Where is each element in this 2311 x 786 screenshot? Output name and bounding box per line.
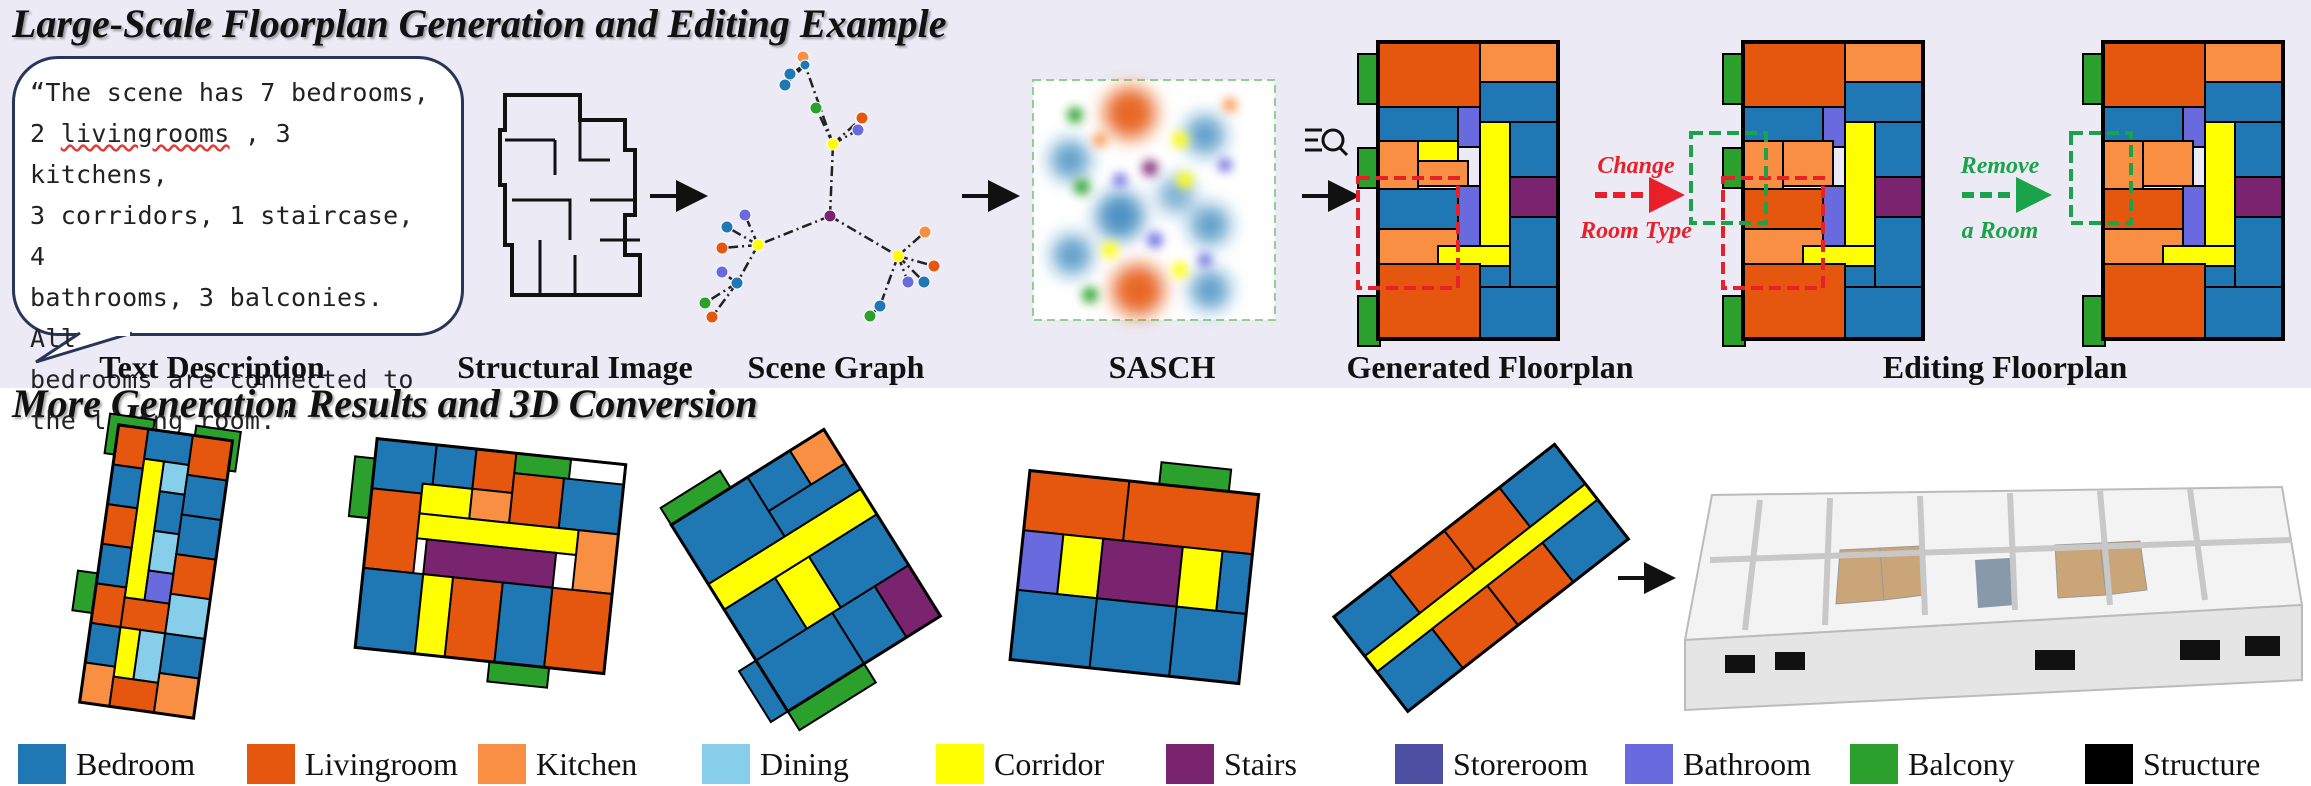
- label-editing-floorplan: Editing Floorplan: [1882, 349, 2128, 385]
- remove-room-label-2: a Room: [1961, 218, 2039, 244]
- structural-image: [498, 93, 642, 297]
- description-line: 2 livingrooms , 3 kitchens,: [30, 119, 291, 189]
- description-line: bedrooms are connected to: [30, 365, 414, 394]
- legend-label: Bathroom: [1683, 746, 1811, 782]
- scene-graph: [698, 50, 941, 324]
- description-line: 2 livingrooms , 3 kitchens,: [30, 113, 440, 195]
- search-icon: [1305, 128, 1349, 157]
- legend-swatch: [936, 744, 984, 784]
- legend-swatch: [1395, 744, 1443, 784]
- legend-label: Livingroom: [305, 746, 458, 782]
- remove-room-label-1: Remove: [1960, 153, 2040, 179]
- description-line: “The scene has 7 bedrooms,: [30, 78, 430, 107]
- generated-floorplan: [1356, 40, 1560, 347]
- result-floorplan-4: [1008, 461, 1261, 686]
- legend-label: Dining: [760, 746, 849, 782]
- legend-label: Kitchen: [536, 746, 638, 782]
- text-description-bubble: [12, 56, 464, 336]
- result-floorplan-1: [71, 412, 242, 720]
- legend-swatch: [478, 744, 526, 784]
- legend-swatch: [1166, 744, 1214, 784]
- legend-label: Balcony: [1908, 746, 2015, 782]
- legend-swatch: [247, 744, 295, 784]
- edited-floorplan-remove: [2069, 40, 2285, 347]
- legend-swatch: [2085, 744, 2133, 784]
- result-floorplan-5: [1331, 442, 1631, 714]
- sasch-heatmap: [1032, 79, 1276, 321]
- label-structural-image: Structural Image: [457, 349, 693, 385]
- description-line: bathrooms, 3 balconies. All: [30, 283, 384, 353]
- result-floorplan-3: [659, 427, 943, 732]
- result-floorplan-2: [347, 436, 628, 689]
- legend-label: Bedroom: [76, 746, 196, 782]
- label-scene-graph: Scene Graph: [747, 349, 925, 385]
- legend-label: Stairs: [1224, 746, 1297, 782]
- label-text-description: Text Description: [99, 349, 325, 385]
- top-section-title: Large-Scale Floorplan Generation and Edi…: [12, 1, 947, 46]
- legend-swatch: [1625, 744, 1673, 784]
- legend: Bedroom Livingroom Kitchen Dining Corrid…: [0, 740, 2311, 786]
- change-room-type-label-2: Room Type: [1580, 218, 1692, 244]
- legend-label: Corridor: [994, 746, 1105, 782]
- label-sasch: SASCH: [1108, 349, 1216, 385]
- change-room-type-label-1: Change: [1597, 153, 1675, 179]
- legend-label: Storeroom: [1453, 746, 1589, 782]
- label-generated-floorplan: Generated Floorplan: [1346, 349, 1634, 385]
- legend-swatch: [1850, 744, 1898, 784]
- legend-swatch: [18, 744, 66, 784]
- legend-label: Structure: [2143, 746, 2261, 782]
- edited-floorplan-change: [1689, 40, 1925, 347]
- legend-swatch: [702, 744, 750, 784]
- description-line: 3 corridors, 1 staircase, 4: [30, 201, 414, 271]
- 3d-floorplan-render: [1683, 485, 2304, 712]
